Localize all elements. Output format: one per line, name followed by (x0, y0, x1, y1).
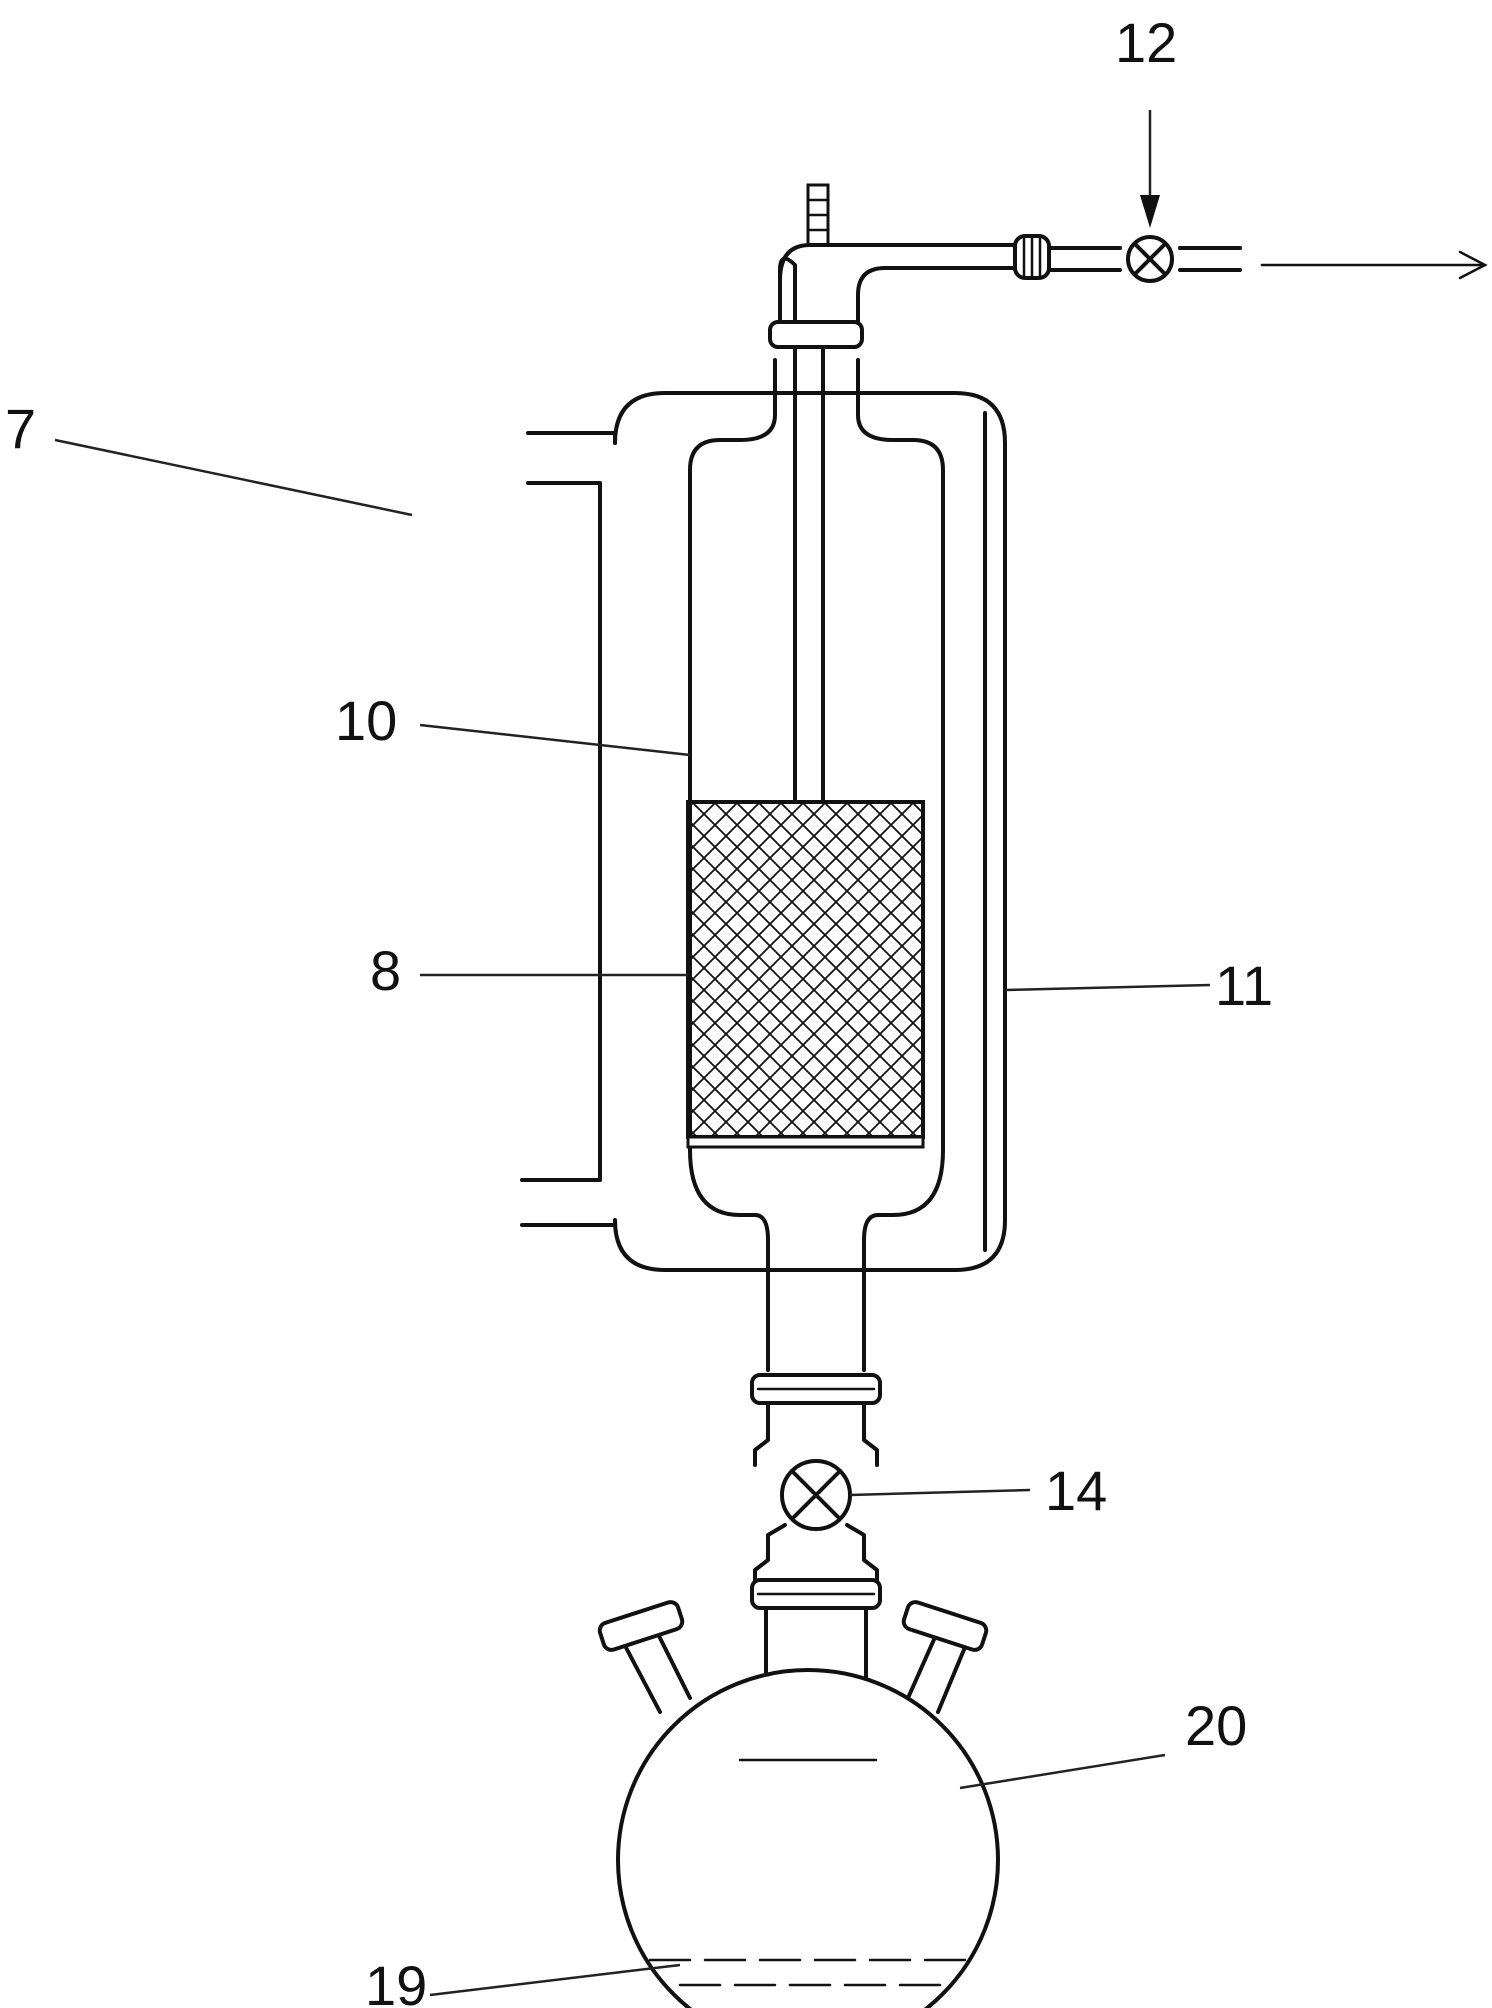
label-jacket: 11 (1215, 954, 1273, 1017)
crossed-circle-valve-icon (1128, 237, 1172, 281)
label-liquid: 19 (365, 1954, 427, 2008)
round-bottom-flask (598, 1600, 998, 2008)
crossed-circle-valve-icon (782, 1461, 850, 1529)
label-bottom-valve: 14 (1045, 1459, 1107, 1522)
label-jacket-port: 7 (5, 397, 36, 460)
label-packed-bed: 8 (370, 939, 401, 1002)
right-arrow-icon (1262, 252, 1485, 278)
packed-bed (688, 802, 923, 1147)
label-flask: 20 (1185, 1694, 1247, 1757)
bottom-piping (752, 1375, 880, 1705)
label-outlet-valve: 12 (1115, 11, 1177, 74)
leader-lines (55, 110, 1210, 1995)
label-inner-vessel: 10 (335, 689, 397, 752)
